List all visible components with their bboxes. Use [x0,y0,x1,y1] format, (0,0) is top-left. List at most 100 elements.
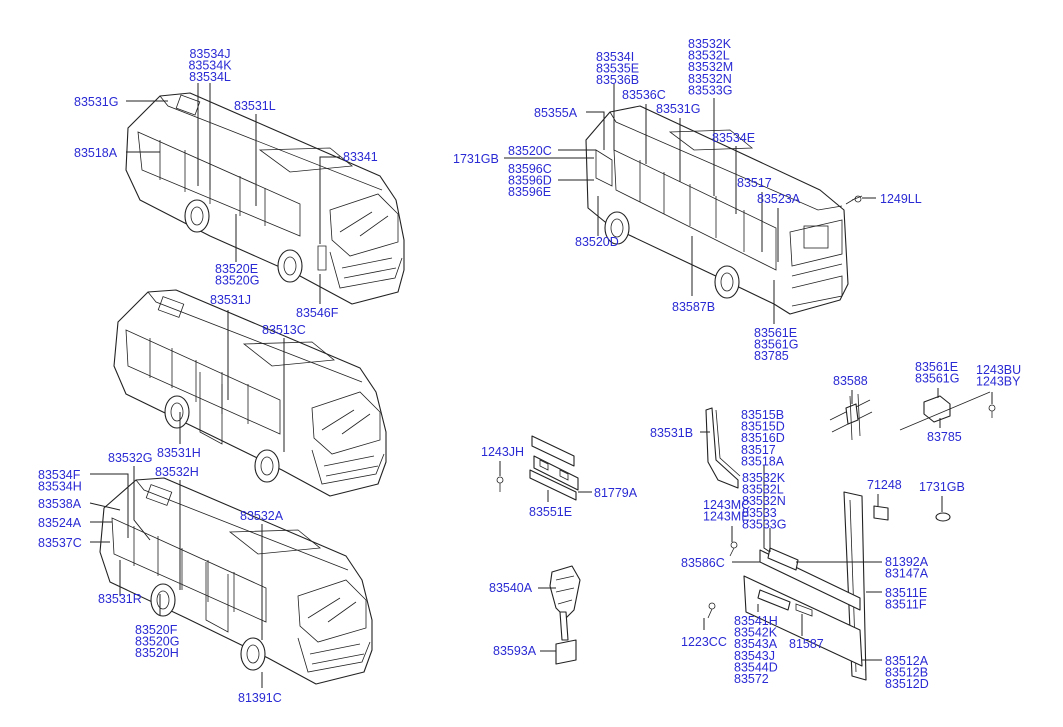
part-number: 83596E [508,185,551,199]
part-label-l30: 83517 [737,176,772,190]
part-number: 83147A [885,567,929,581]
part-number: 83517 [737,176,772,190]
part-label-l28: 1731GB [453,152,499,166]
part-label-l20: 81391C [238,691,282,705]
part-label-l12: 83532G [108,451,152,465]
part-label-l17: 83537C [38,536,82,550]
part-number: 1243MC [703,498,750,512]
part-number: 83544D [734,660,778,674]
part-number: 83541H [734,614,778,628]
part-number: 83531R [98,592,142,606]
screw-1243MC [729,541,738,557]
part-number: 83561G [915,372,959,386]
part-number: 83785 [927,430,962,444]
part-label-l13: 83532H [155,465,199,479]
part-number: 83540A [489,581,533,595]
part-label-l9: 83513C [262,323,306,337]
part-number: 83532K [688,37,732,51]
part-number: 83785 [754,349,789,363]
part-label-l48: 83551E [529,505,572,519]
part-number: 83536B [596,73,639,87]
part-label-l15: 83532A [240,509,284,523]
part-number: 83518A [741,454,785,468]
part-number: 83532L [742,483,784,497]
part-number: 83513C [262,323,306,337]
part-label-l51: 83540A [489,581,533,595]
part-number: 83516D [741,431,785,445]
part-number: 1223CC [681,635,727,649]
part-number: 83532N [688,72,732,86]
part-label-l45: 1731GB [919,480,965,494]
part-label-l14: 83538A [38,497,82,511]
part-number: 83512B [885,666,928,680]
part-number: 83532A [240,509,284,523]
part-number: 83534H [38,480,82,494]
part-number: 83543J [734,649,775,663]
part-label-l7: 83546F [296,306,339,320]
part-number: 83520E [215,262,258,276]
part-label-l40: 83785 [927,430,962,444]
part-number: 1243JH [481,445,524,459]
part-number: 83341 [343,150,378,164]
part-label-l54: 1223CC [681,635,727,649]
part-label-l49: 83586C [681,556,725,570]
part-label-l25: 85355A [534,106,578,120]
screw-1243JH [496,476,504,492]
part-label-l44: 71248 [867,478,902,492]
part-label-l23: 83536C [622,88,666,102]
part-label-l36: 83588 [833,374,868,388]
part-number: 83534K [188,59,232,73]
part-label-l26: 83534E [712,131,755,145]
part-label-l34: 83587B [672,300,715,314]
part-number: 83532K [742,471,786,485]
screw-1243BU [988,404,996,418]
part-number: 83561G [754,338,798,352]
part-number: 83511F [885,598,927,612]
part-number: 83593A [493,644,537,658]
part-label-l32: 83523A [757,192,801,206]
part-number: 83531B [650,426,693,440]
part-number: 1243BY [976,375,1021,389]
part-number: 71248 [867,478,902,492]
pad-part-83593A [555,639,577,665]
side-panel-assembly [743,491,951,681]
pillar-trim-83531B [705,407,741,489]
part-number: 83520D [575,235,619,249]
bracket-part-83561E [899,391,991,431]
part-number: 83534I [596,50,634,64]
part-number: 1731GB [453,152,499,166]
part-number: 83518A [74,146,118,160]
part-number: 83531L [234,99,276,113]
part-number: 83561E [915,360,958,374]
bus-side-view-bottom [99,477,373,685]
part-number: 83534L [189,70,231,84]
part-number: 83520G [215,274,259,288]
part-number: 83534E [712,131,755,145]
leader-lines [89,83,993,688]
part-number: 83596D [508,174,552,188]
part-number: 83534J [189,47,230,61]
part-number: 83515B [741,408,784,422]
part-number: 81391C [238,691,282,705]
part-label-l2: 83531G [74,95,118,109]
part-label-l42: 1243JH [481,445,524,459]
part-label-l4: 83518A [74,146,118,160]
bus-rear-view [585,105,863,315]
part-number: 83515D [741,420,785,434]
bus-side-view-middle [113,289,387,497]
part-number: 83532M [688,60,733,74]
part-number: 83535E [596,62,639,76]
part-label-l31: 1249LL [880,192,922,206]
part-number: 83596C [508,162,552,176]
part-number: 83538A [38,497,82,511]
part-number: 83524A [38,516,82,530]
part-label-l16: 83524A [38,516,82,530]
